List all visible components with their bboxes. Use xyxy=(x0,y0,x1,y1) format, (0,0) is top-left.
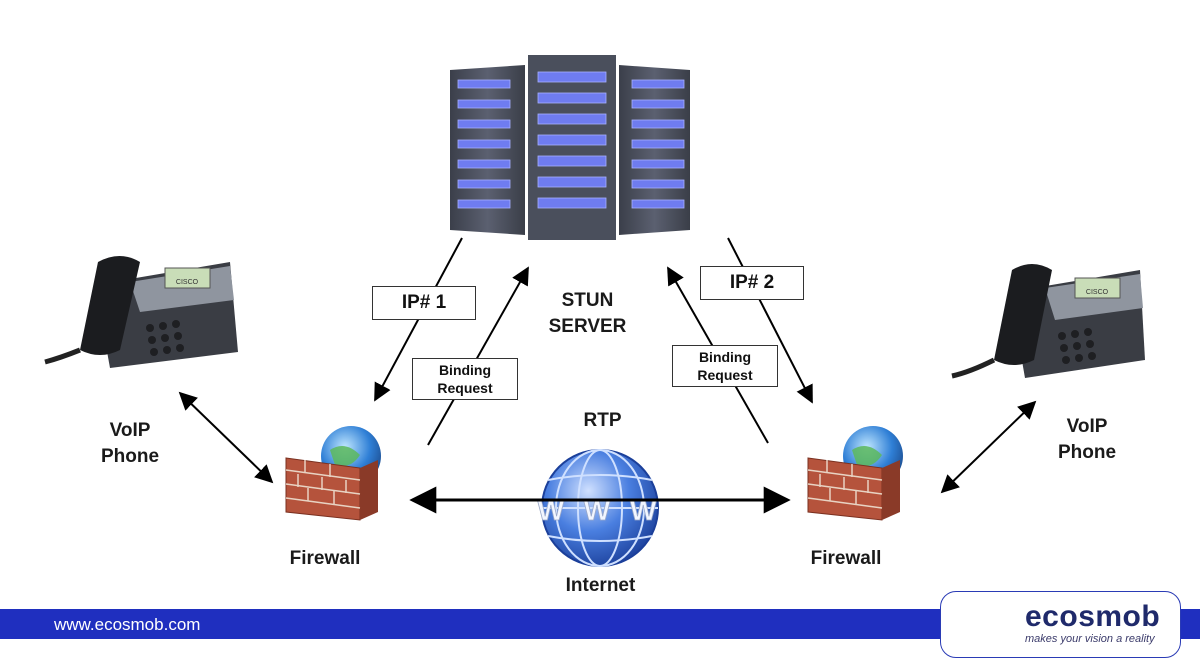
firewall-right-icon xyxy=(807,426,903,521)
voip-right-line1: VoIP xyxy=(1066,416,1108,437)
binding-right-line1: Binding xyxy=(698,348,752,365)
arrow-left-firewall-to-server xyxy=(427,266,529,446)
firewall-left-label: Firewall xyxy=(289,548,361,569)
ip1-box: IP# 1 xyxy=(372,286,476,320)
binding-right-line2: Request xyxy=(697,367,753,383)
phone-brand-right: CISCO xyxy=(1086,289,1109,296)
arrow-server-to-right-firewall xyxy=(727,237,813,404)
logo-wordmark: ecosmob xyxy=(1025,600,1161,633)
arrow-right-phone-firewall xyxy=(940,400,1037,494)
binding-left-line1: Binding xyxy=(438,361,492,378)
stun-server-label: STUN SERVER xyxy=(540,288,635,339)
phone-brand-left: CISCO xyxy=(176,279,199,286)
stun-label-line2: SERVER xyxy=(548,315,627,337)
arrow-left-phone-firewall xyxy=(178,391,274,484)
ip2-box: IP# 2 xyxy=(700,266,804,300)
firewall-right-label: Firewall xyxy=(810,548,882,569)
voip-phone-right-icon xyxy=(951,264,1145,379)
voip-right-line2: Phone xyxy=(1057,441,1117,463)
stun-server-icon xyxy=(450,55,690,240)
binding-request-left-box: Binding Request xyxy=(412,358,518,400)
voip-phone-left-label: VoIP Phone xyxy=(90,418,170,469)
internet-label: Internet xyxy=(565,575,636,596)
rtp-label: RTP xyxy=(583,410,622,431)
logo-tagline: makes your vision a reality xyxy=(1025,633,1155,645)
voip-phone-left-icon xyxy=(44,256,238,368)
voip-left-line1: VoIP xyxy=(109,420,151,441)
binding-left-line2: Request xyxy=(437,380,493,396)
stun-label-line1: STUN xyxy=(561,290,614,311)
logo-card xyxy=(940,591,1181,658)
binding-request-right-box: Binding Request xyxy=(672,345,778,387)
voip-left-line2: Phone xyxy=(100,445,160,467)
footer-url-link[interactable]: www.ecosmob.com xyxy=(54,615,201,634)
firewall-left-icon xyxy=(285,426,381,521)
voip-phone-right-label: VoIP Phone xyxy=(1047,414,1127,465)
